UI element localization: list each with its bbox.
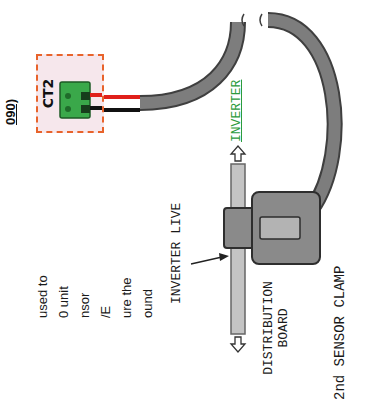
leader-line [191,257,222,264]
note-fragment: used to [36,275,51,318]
clamp-slot [260,217,300,239]
red-wire [104,95,140,99]
sensor-cable [268,20,335,209]
direction-arrow [231,146,245,161]
note-fragment: /E [99,306,114,318]
part-label: DISTRIBUTION BOARD [262,272,292,384]
note-fragment: nsor [78,293,93,318]
clamp-body [252,192,320,264]
heading-fragment: 090) [4,99,19,125]
black-wire [90,106,102,110]
sensor-cable [268,20,335,209]
break-mark [260,14,262,26]
red-wire [90,93,102,97]
part-label: INVERTER LIVE [170,203,185,304]
plug-body [60,82,90,118]
plug-screw [65,106,71,112]
sensor-cable [140,22,238,103]
plug-socket [81,92,90,100]
leader-arrowhead [219,253,229,261]
note-fragment: ound [141,289,156,318]
direction-arrow [231,337,245,352]
connector-box: CT2 [36,54,104,133]
break-mark [242,14,244,26]
sensor-cable [140,22,238,103]
black-wire [104,108,140,112]
plug-socket [81,105,90,113]
note-fragment: 0 unit [57,286,72,318]
plug-screw [65,93,71,99]
note-fragment: ure the [120,278,135,318]
part-label: 2nd SENSOR CLAMP [332,266,348,400]
part-label: INVERTER [230,80,245,142]
connector-label: CT2 [38,56,56,131]
